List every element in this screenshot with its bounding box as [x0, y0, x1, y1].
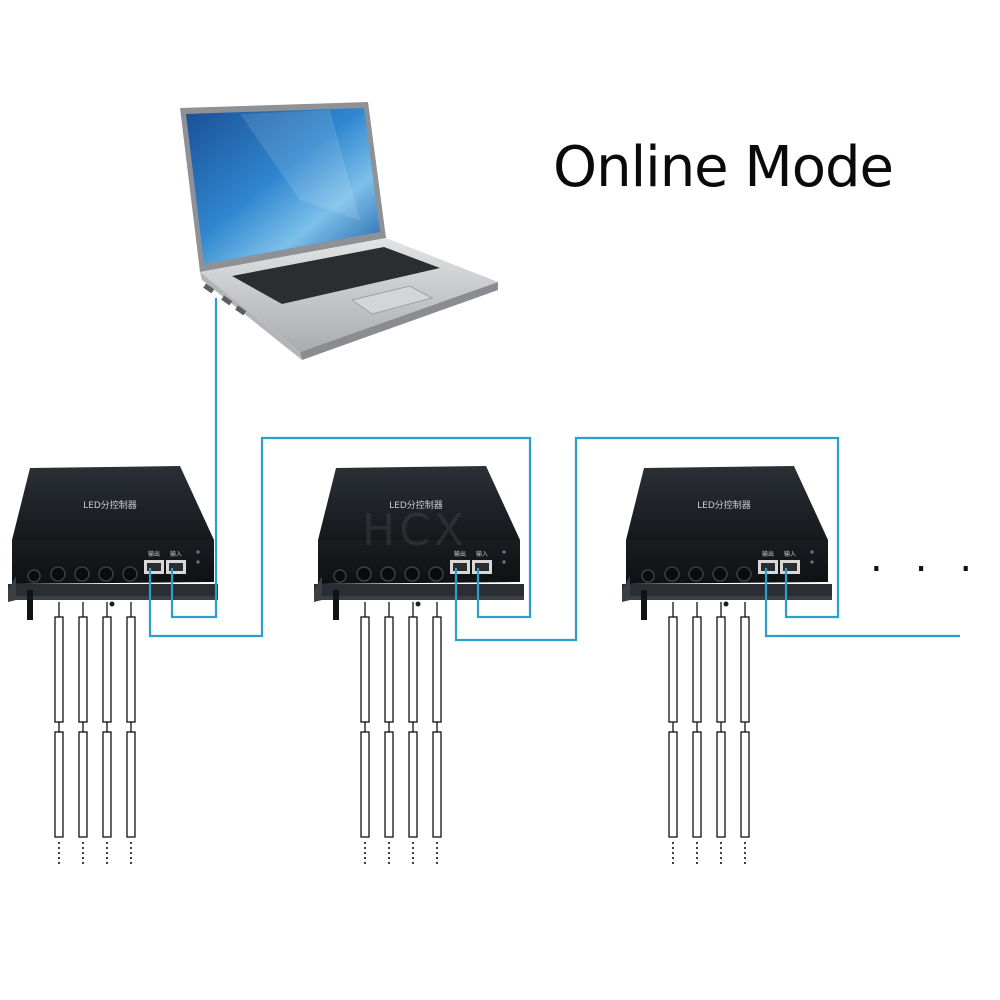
controller-3 [622, 466, 832, 866]
controller-2-port-in-label: 输入 [476, 550, 488, 558]
controller-3-label: LED分控制器 [697, 499, 751, 511]
controller-2-port-out-label: 输出 [454, 550, 466, 558]
controller-1-port-in-label: 输入 [170, 550, 182, 558]
network-cables [148, 298, 960, 642]
controller-1-label: LED分控制器 [83, 499, 137, 511]
laptop [180, 102, 498, 360]
controller-3-port-out-label: 输出 [762, 550, 774, 558]
controller-2-label: LED分控制器 [389, 499, 443, 511]
cable-controller-1-to-2 [148, 436, 532, 638]
continuation-dots: ... [870, 535, 1000, 581]
watermark: HCX [362, 505, 468, 556]
controller-1 [8, 466, 218, 866]
cable-laptop-to-controller-1 [170, 298, 218, 619]
cable-controller-2-to-3 [454, 436, 840, 642]
cable-controller-3-out [764, 568, 960, 638]
diagram-title: Online Mode [553, 135, 894, 200]
continuation-indicator: ... [870, 538, 1000, 578]
controller-1-port-out-label: 输出 [148, 550, 160, 558]
controller-3-port-in-label: 输入 [784, 550, 796, 558]
